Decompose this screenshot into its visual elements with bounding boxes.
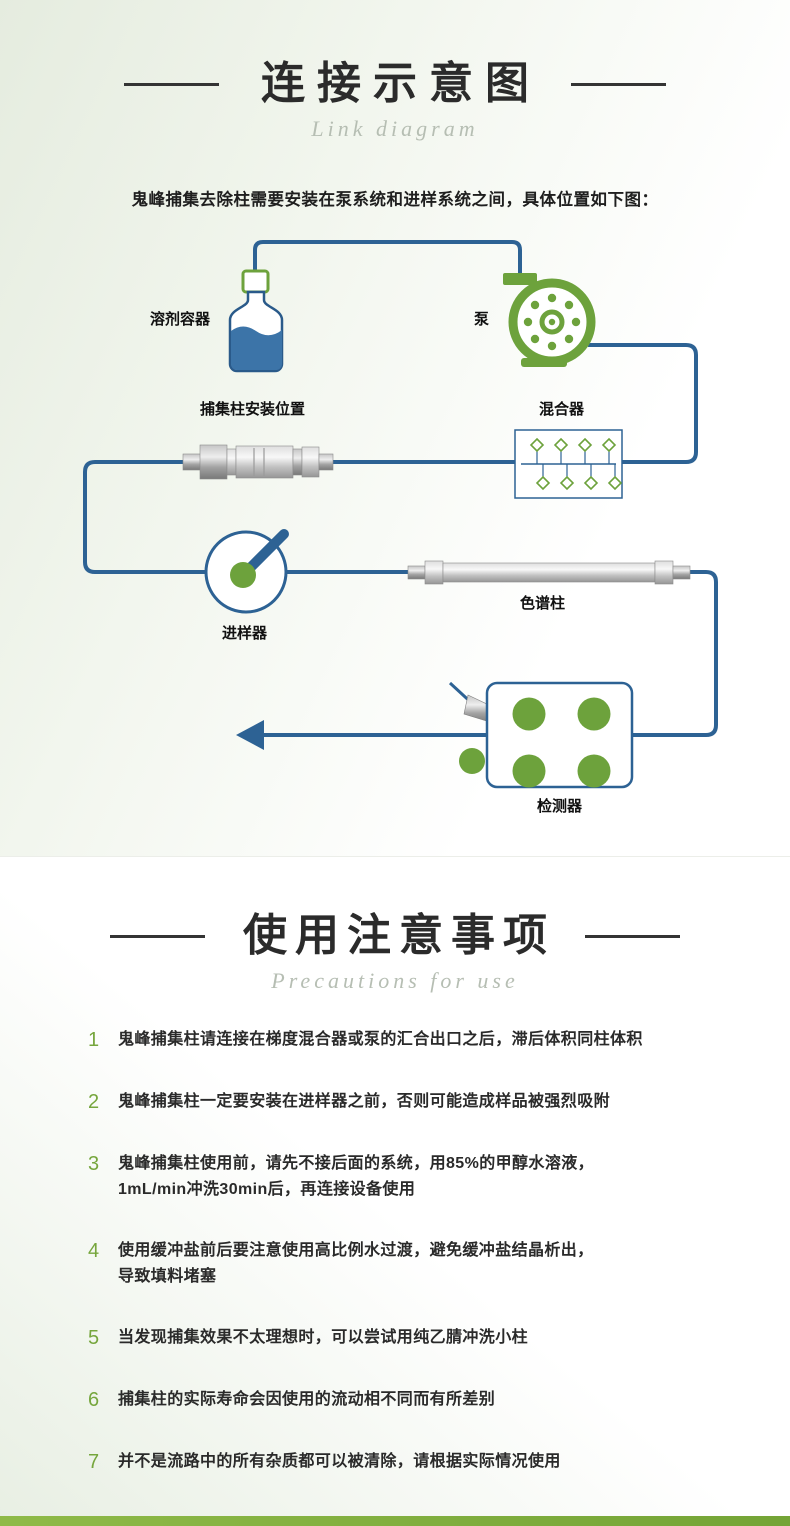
title-line-right <box>585 934 680 938</box>
link-intro-text: 鬼峰捕集去除柱需要安装在泵系统和进样系统之间，具体位置如下图： <box>131 191 659 209</box>
injector-icon <box>204 529 289 614</box>
list-item: 6 捕集柱的实际寿命会因使用的流动相不同而有所差别 <box>88 1387 728 1413</box>
title-line-left <box>124 82 219 86</box>
item-number: 7 <box>88 1451 100 1474</box>
column-label: 色谱柱 <box>520 595 566 612</box>
item-number: 6 <box>88 1389 100 1412</box>
trap-position-label: 捕集柱安装位置 <box>200 401 306 418</box>
item-number: 3 <box>88 1153 100 1175</box>
item-text: 鬼峰捕集柱使用前，请先不接后面的系统，用85%的甲醇水溶液， 1mL/min冲洗… <box>118 1155 595 1198</box>
item-text: 当发现捕集效果不太理想时，可以尝试用纯乙腈冲洗小柱 <box>118 1329 529 1347</box>
injector-label: 进样器 <box>222 625 268 642</box>
link-section-subtitle: Link diagram <box>311 116 479 142</box>
precautions-title-block: 使用注意事项 Precautions for use <box>0 911 790 994</box>
item-text: 鬼峰捕集柱请连接在梯度混合器或泵的汇合出口之后，滞后体积同柱体积 <box>118 1031 643 1048</box>
flow-arrow-icon <box>236 720 264 750</box>
pump-label: 泵 <box>474 311 490 328</box>
item-number: 1 <box>88 1029 100 1051</box>
detector-icon <box>448 681 634 789</box>
item-number: 5 <box>88 1327 100 1350</box>
precautions-section: 使用注意事项 Precautions for use 1 鬼峰捕集柱请连接在梯度… <box>0 856 790 1526</box>
pump-icon <box>503 273 596 367</box>
precautions-list: 1 鬼峰捕集柱请连接在梯度混合器或泵的汇合出口之后，滞后体积同柱体积 2 鬼峰捕… <box>88 1027 728 1511</box>
link-title-block: 连接示意图 Link diagram <box>0 59 790 142</box>
item-number: 2 <box>88 1091 100 1113</box>
list-item: 5 当发现捕集效果不太理想时，可以尝试用纯乙腈冲洗小柱 <box>88 1325 728 1351</box>
item-text: 鬼峰捕集柱一定要安装在进样器之前，否则可能造成样品被强烈吸附 <box>118 1093 611 1110</box>
list-item: 7 并不是流路中的所有杂质都可以被清除，请根据实际情况使用 <box>88 1449 728 1475</box>
link-diagram: 溶剂容器 泵 捕集柱安装位置 混合器 进样器 色谱柱 检测器 <box>0 225 790 850</box>
bottom-accent-bar <box>0 1516 790 1526</box>
flow-lines <box>83 240 718 737</box>
list-item: 3 鬼峰捕集柱使用前，请先不接后面的系统，用85%的甲醇水溶液， 1mL/min… <box>88 1151 728 1202</box>
item-text: 并不是流路中的所有杂质都可以被清除，请根据实际情况使用 <box>118 1453 561 1471</box>
link-diagram-section: 连接示意图 Link diagram 鬼峰捕集去除柱需要安装在泵系统和进样系统之… <box>0 0 790 856</box>
mixer-label: 混合器 <box>539 401 585 418</box>
list-item: 2 鬼峰捕集柱一定要安装在进样器之前，否则可能造成样品被强烈吸附 <box>88 1089 728 1115</box>
item-text: 捕集柱的实际寿命会因使用的流动相不同而有所差别 <box>118 1391 496 1409</box>
solvent-bottle-icon <box>228 269 284 373</box>
link-diagram-svg <box>83 240 718 789</box>
title-line-left <box>110 934 205 938</box>
detector-label: 检测器 <box>537 798 583 815</box>
trap-column-icon <box>182 444 334 480</box>
title-line-right <box>571 82 666 86</box>
list-item: 4 使用缓冲盐前后要注意使用高比例水过渡，避免缓冲盐结晶析出， 导致填料堵塞 <box>88 1238 728 1289</box>
precautions-section-title: 使用注意事项 <box>243 911 555 960</box>
mixer-icon <box>514 429 623 499</box>
list-item: 1 鬼峰捕集柱请连接在梯度混合器或泵的汇合出口之后，滞后体积同柱体积 <box>88 1027 728 1053</box>
solvent-container-label: 溶剂容器 <box>150 311 211 328</box>
link-section-title: 连接示意图 <box>261 59 541 108</box>
item-number: 4 <box>88 1240 100 1263</box>
item-text: 使用缓冲盐前后要注意使用高比例水过渡，避免缓冲盐结晶析出， 导致填料堵塞 <box>118 1242 594 1285</box>
precautions-section-subtitle: Precautions for use <box>271 968 519 994</box>
chromatography-column-icon <box>407 560 691 585</box>
